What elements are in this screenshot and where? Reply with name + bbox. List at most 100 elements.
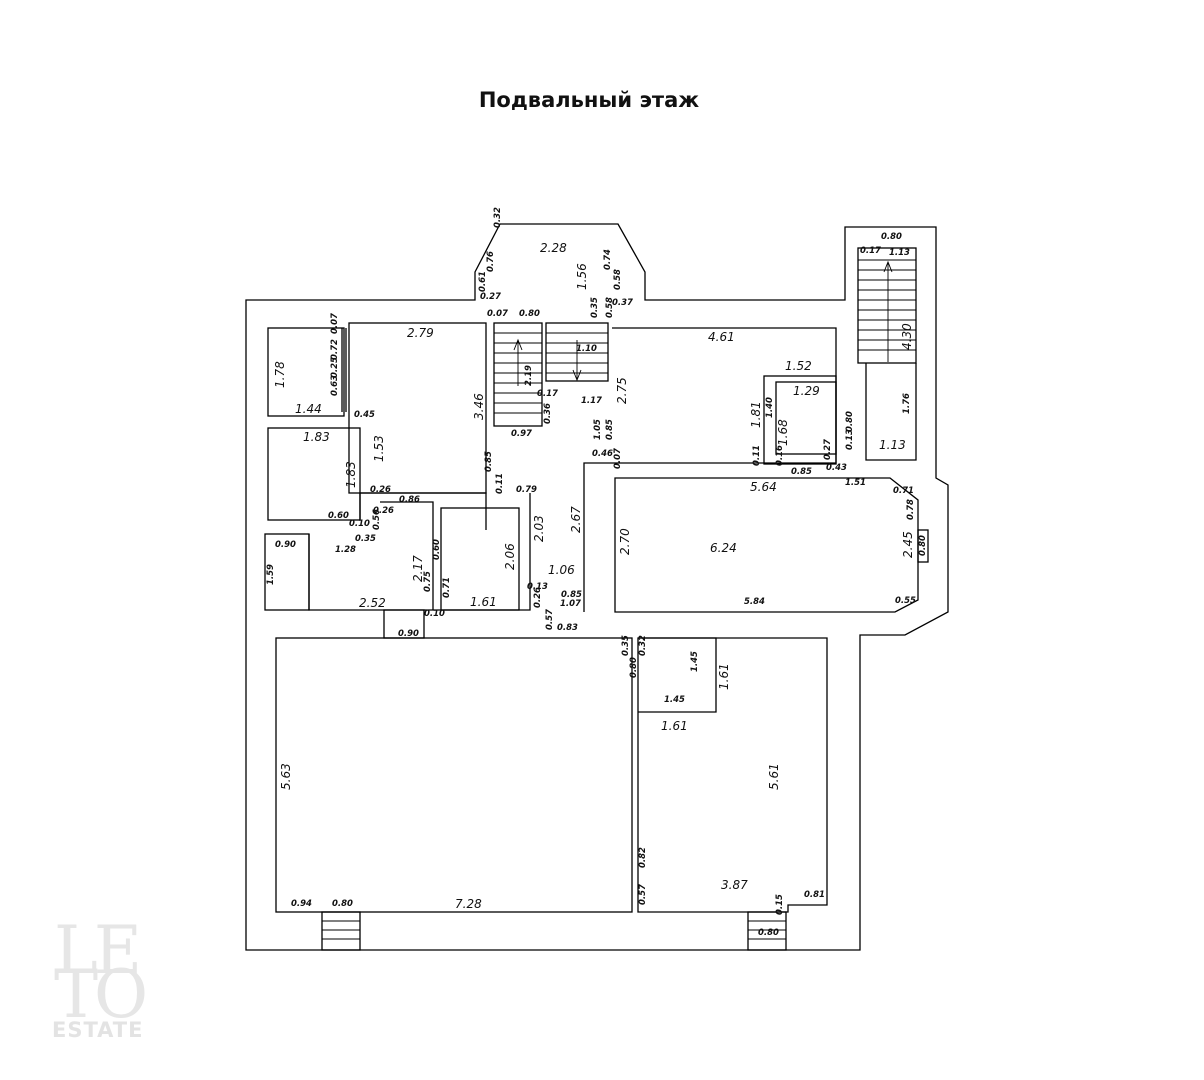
dim-label: 0.81 — [804, 890, 825, 900]
dim-label: 0.35 — [355, 534, 376, 544]
dim-label: 0.90 — [275, 540, 296, 550]
dim-label: 1.06 — [548, 563, 575, 577]
dim-label: 0.57 — [638, 884, 648, 905]
dim-label: 5.84 — [744, 597, 765, 607]
dim-label: 0.80 — [519, 309, 540, 319]
dim-label: 0.07 — [613, 448, 623, 469]
dim-label: 0.17 — [860, 246, 881, 256]
dim-label: 0.71 — [442, 577, 452, 598]
dim-label: 0.26 — [533, 587, 543, 608]
dim-label: 0.26 — [370, 485, 391, 495]
dim-label: 1.05 — [593, 419, 603, 440]
dim-label: 1.07 — [560, 599, 581, 609]
dim-label: 0.86 — [399, 495, 420, 505]
dim-label: 1.52 — [785, 359, 812, 373]
corridor-left — [359, 492, 487, 530]
dim-label: 0.61 — [478, 271, 488, 292]
dim-label: 0.75 — [423, 571, 433, 592]
dim-label: 0.10 — [349, 519, 370, 529]
dim-label: 0.76 — [486, 251, 496, 272]
dim-label: 1.56 — [575, 263, 589, 290]
dim-label: 0.11 — [495, 473, 505, 494]
dim-label: 4.61 — [708, 330, 735, 344]
dim-label: 0.80 — [332, 899, 353, 909]
dim-label: 5.61 — [767, 763, 781, 790]
dim-label: 0.85 — [561, 590, 582, 600]
dim-label: 0.35 — [590, 297, 600, 318]
dim-label: 0.55 — [895, 596, 916, 606]
dim-label: 1.45 — [664, 695, 685, 705]
dim-label: 0.25 — [330, 357, 340, 378]
dim-label: 0.97 — [511, 429, 532, 439]
dim-label: 0.78 — [906, 499, 916, 520]
dim-label: 0.46 — [592, 449, 613, 459]
dim-label: 2.19 — [524, 365, 534, 386]
dim-label: 0.74 — [603, 249, 613, 270]
step-bottom-right — [747, 911, 787, 951]
stair-left — [493, 322, 543, 427]
dim-label: 1.13 — [879, 438, 906, 452]
dim-label: 0.07 — [487, 309, 508, 319]
corridor-middle — [583, 462, 612, 612]
stair-tower — [857, 247, 917, 364]
dim-label: 5.64 — [750, 480, 777, 494]
tower-treads — [858, 259, 916, 362]
step-lines — [322, 920, 786, 940]
dim-label: 0.80 — [629, 657, 639, 678]
room-bottom-left — [275, 637, 633, 913]
dim-label: 2.17 — [411, 555, 425, 582]
dim-label: 0.16 — [775, 445, 785, 466]
dim-label: 0.71 — [893, 486, 914, 496]
dim-label: 0.72 — [330, 339, 340, 360]
outer-wall — [245, 223, 949, 951]
dim-label: 0.85 — [484, 451, 494, 472]
room-bottom-small — [638, 637, 717, 713]
dim-label: 0.80 — [918, 535, 928, 556]
dim-label: 1.59 — [266, 564, 276, 585]
dim-label: 0.60 — [328, 511, 349, 521]
dim-label: 6.24 — [710, 541, 737, 555]
dim-label: 0.13 — [527, 582, 548, 592]
dim-label: 0.27 — [823, 439, 833, 460]
dim-label: 1.44 — [295, 402, 322, 416]
dim-label: 0.80 — [758, 928, 779, 938]
dim-label: 0.83 — [557, 623, 578, 633]
dim-label: 1.10 — [576, 344, 597, 354]
dim-label: 0.32 — [638, 635, 648, 656]
step-bottom-left — [321, 911, 361, 951]
dim-label: 1.45 — [690, 651, 700, 672]
dim-label: 2.70 — [618, 528, 632, 555]
dim-label: 2.28 — [540, 241, 567, 255]
dim-label: 1.17 — [581, 396, 602, 406]
dim-label: 0.63 — [330, 375, 340, 396]
dim-label: 0.27 — [480, 292, 501, 302]
dim-label: 1.83 — [344, 461, 358, 488]
room-main-left — [348, 322, 487, 494]
dim-label: 2.06 — [503, 543, 517, 570]
dim-label: 1.28 — [335, 545, 356, 555]
dim-label: 1.29 — [793, 384, 820, 398]
dim-label: 0.07 — [330, 313, 340, 334]
dim-label: 1.61 — [717, 663, 731, 690]
dim-label: 0.60 — [432, 539, 442, 560]
dim-label: 0.45 — [354, 410, 375, 420]
stair-treads — [494, 332, 608, 414]
dim-label: 1.76 — [902, 393, 912, 414]
dim-label: 0.26 — [373, 506, 394, 516]
door-right — [917, 529, 929, 563]
dim-label: 0.13 — [845, 429, 855, 450]
dim-label: 4.30 — [900, 323, 914, 350]
dim-label: 2.67 — [569, 506, 583, 533]
dim-label: 0.15 — [775, 894, 785, 915]
dim-label: 0.10 — [424, 609, 445, 619]
dim-label: 0.56 — [372, 509, 382, 530]
dim-label: 2.45 — [901, 531, 915, 558]
dim-label: 0.94 — [291, 899, 312, 909]
dim-label: 1.13 — [889, 248, 910, 258]
dim-label: 0.82 — [638, 847, 648, 868]
dim-label: 7.28 — [455, 897, 482, 911]
page-title: Подвальный этаж — [478, 88, 700, 112]
dim-label: 0.58 — [605, 297, 615, 318]
dim-label: 1.51 — [845, 478, 866, 488]
